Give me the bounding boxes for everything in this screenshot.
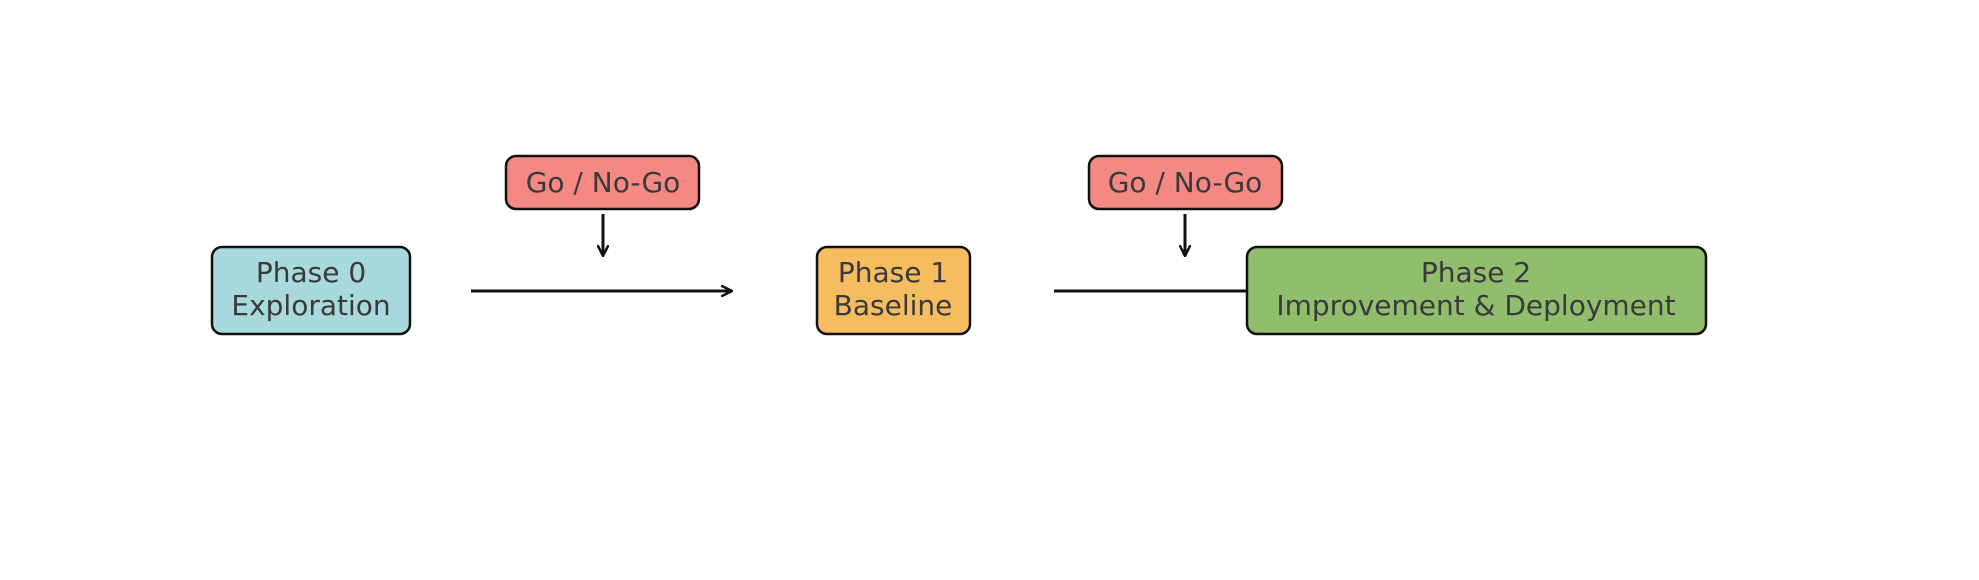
phase-1-subtitle: Baseline — [834, 289, 953, 322]
phase-2-box: Phase 2 Improvement & Deployment — [1245, 245, 1708, 336]
phase-1-rect — [815, 245, 972, 336]
phase-0-box: Phase 0 Exploration — [210, 245, 412, 336]
phase-0-rect — [210, 245, 412, 336]
phase-1-title: Phase 1 — [838, 256, 948, 289]
phase-2-title: Phase 2 — [1421, 256, 1531, 289]
phase-2-rect — [1245, 245, 1708, 336]
gate-1-label: Go / No-Go — [526, 166, 681, 199]
phase-0-title: Phase 0 — [256, 256, 366, 289]
gate-1-rect — [504, 154, 701, 211]
phase-1-box: Phase 1 Baseline — [815, 245, 972, 336]
phase-0-subtitle: Exploration — [231, 289, 390, 322]
gate-2-box: Go / No-Go — [1087, 154, 1284, 211]
gate-2-label: Go / No-Go — [1108, 166, 1263, 199]
gate-1-box: Go / No-Go — [504, 154, 701, 211]
gate-2-rect — [1087, 154, 1284, 211]
phase-2-subtitle: Improvement & Deployment — [1276, 289, 1675, 322]
